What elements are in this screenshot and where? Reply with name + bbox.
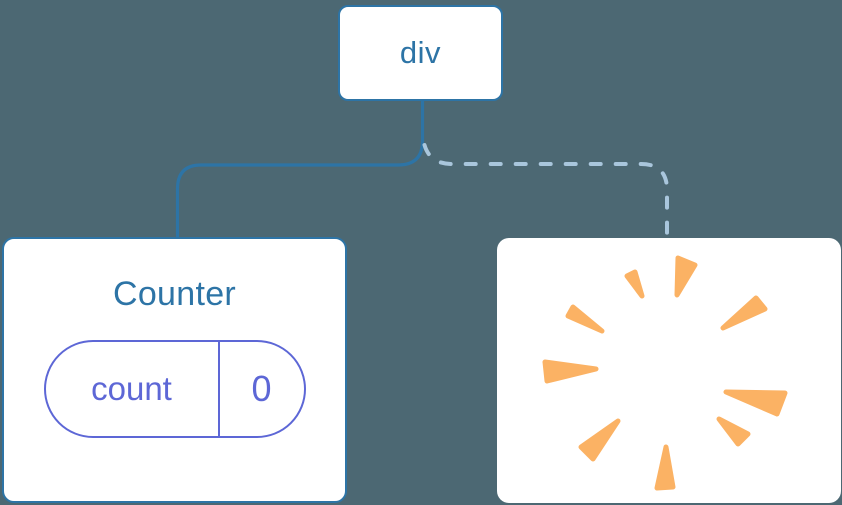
- tree-edge-solid: [175, 98, 425, 238]
- state-pill-divider: [217, 342, 220, 436]
- poof-node: [497, 238, 841, 503]
- tree-edge-dashed: [422, 143, 669, 239]
- root-node-label: div: [399, 35, 442, 70]
- state-pill: count 0: [43, 340, 306, 438]
- counter-title: Counter: [112, 275, 237, 313]
- counter-node: Counter count 0: [2, 237, 347, 503]
- state-key-label: count: [91, 370, 172, 407]
- state-value: 0: [251, 368, 272, 409]
- root-node: div: [338, 5, 503, 101]
- poof-burst-icon: [542, 255, 788, 491]
